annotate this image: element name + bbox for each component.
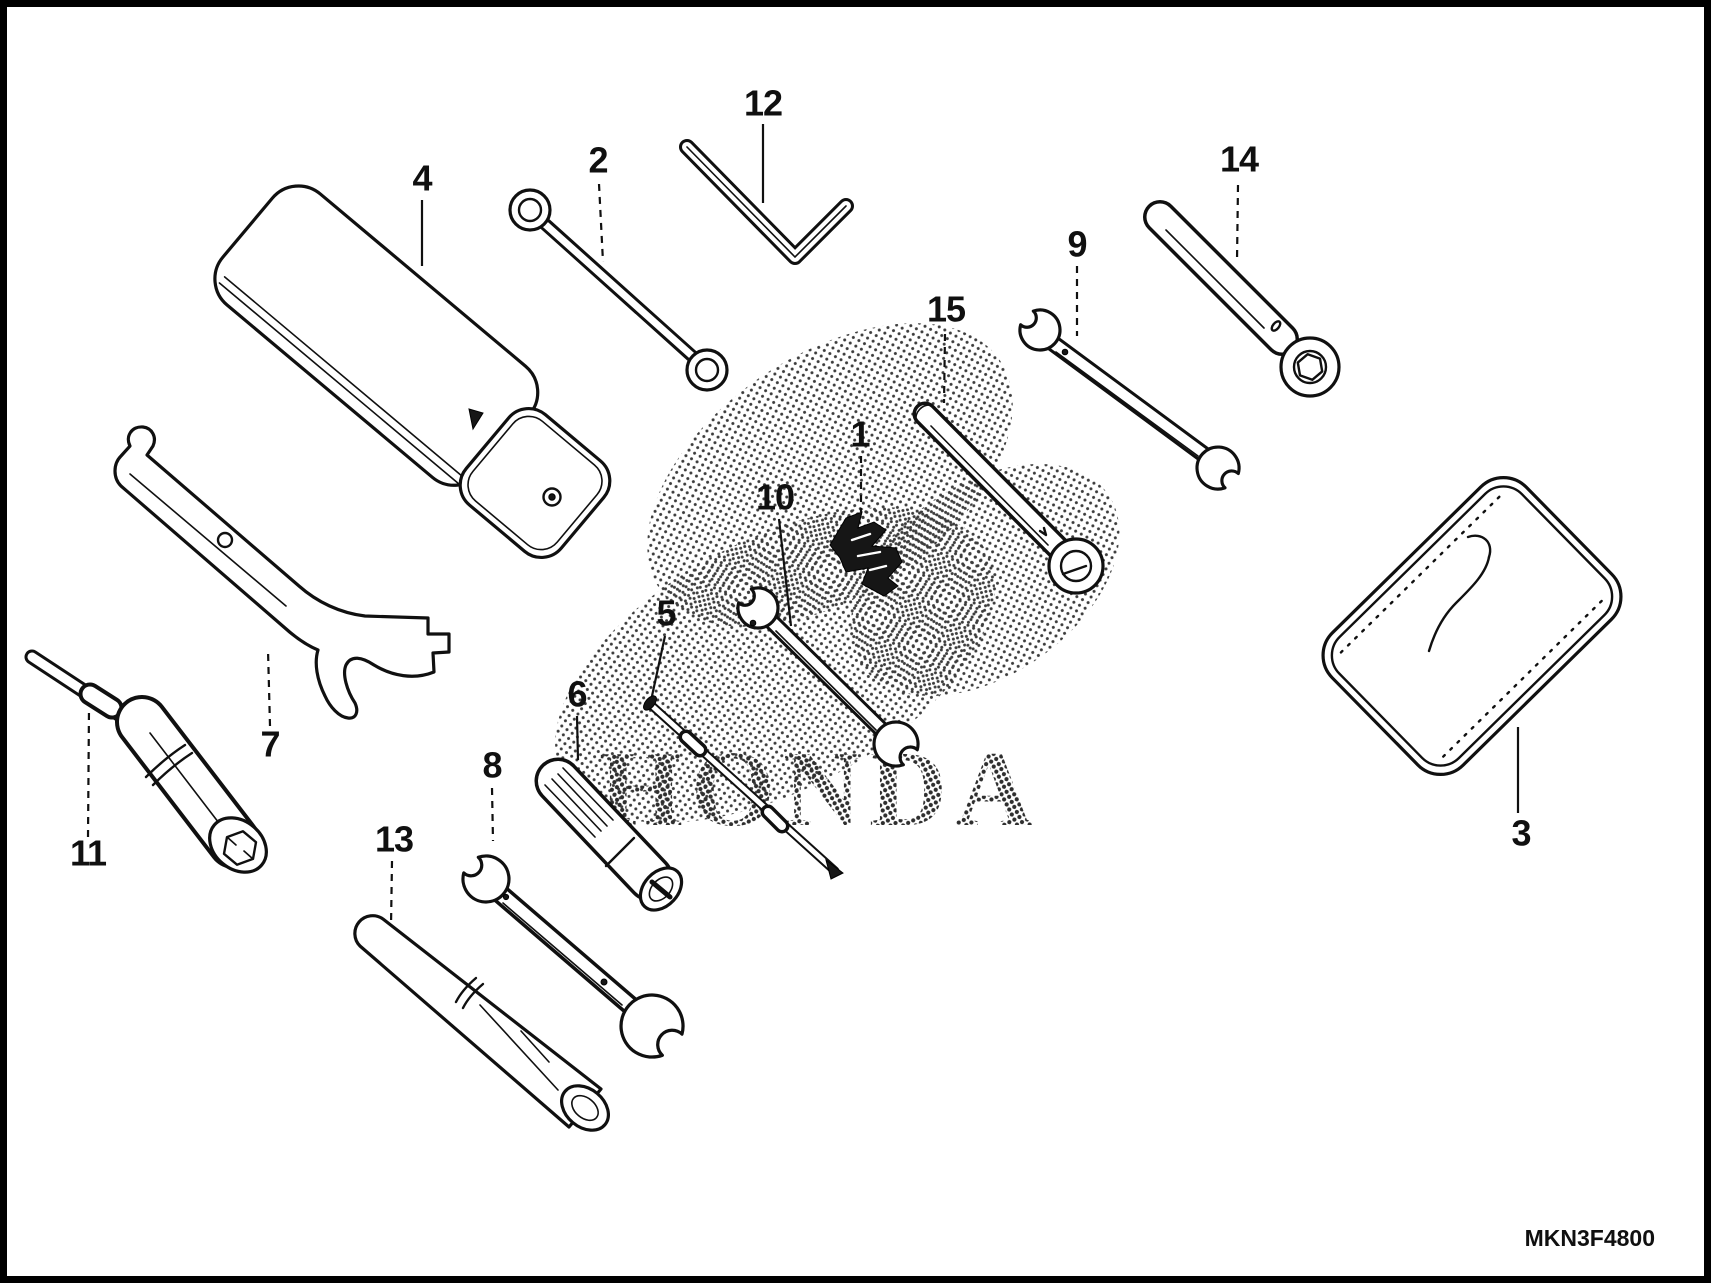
part-label-12: 12	[744, 83, 782, 124]
part-label-11: 11	[70, 833, 107, 874]
part-label-13: 13	[375, 819, 413, 860]
part-5-driver-bar	[643, 695, 844, 880]
part-label-5: 5	[656, 593, 676, 634]
part-label-9: 9	[1067, 224, 1086, 265]
part-9-open-end-wrench	[1016, 306, 1243, 493]
part-label-6: 6	[567, 674, 586, 715]
part-15-eye-wrench	[912, 401, 1105, 595]
part-label-3: 3	[1511, 813, 1530, 854]
part-1-clip	[829, 511, 903, 597]
part-leader-2	[597, 183, 605, 263]
part-label-14: 14	[1220, 139, 1259, 180]
part-7-hook-bracket	[113, 425, 451, 720]
part-6-driver-grip	[534, 757, 684, 912]
part-3-tool-bag	[1321, 475, 1623, 777]
part-4-tool-pouch	[213, 184, 612, 560]
honda-watermark: HONDA	[599, 730, 1041, 849]
part-label-10: 10	[756, 477, 794, 518]
part-label-15: 15	[927, 289, 966, 330]
part-label-4: 4	[412, 158, 432, 199]
part-label-7: 7	[260, 724, 279, 765]
part-label-1: 1	[850, 414, 870, 455]
part-leader-13	[389, 860, 394, 927]
part-13-handle-lever	[353, 914, 610, 1132]
part-leader-5	[650, 635, 667, 697]
part-label-2: 2	[588, 140, 607, 181]
part-leader-11	[86, 706, 91, 838]
part-leader-15	[942, 333, 947, 404]
part-10-open-end-wrench	[734, 584, 922, 770]
part-14-box-end-wrench	[1143, 200, 1341, 398]
part-8-open-end-wrench	[459, 852, 688, 1062]
part-leader-6	[575, 715, 580, 761]
part-label-8: 8	[482, 745, 501, 786]
part-12-hex-key	[679, 139, 854, 265]
part-2-ring-wrench	[508, 188, 729, 392]
diagram-code: MKN3F4800	[1525, 1225, 1655, 1251]
part-leader-10	[777, 518, 793, 627]
part-11-plug-socket-wrench	[24, 649, 268, 874]
part-leader-8	[490, 787, 495, 842]
